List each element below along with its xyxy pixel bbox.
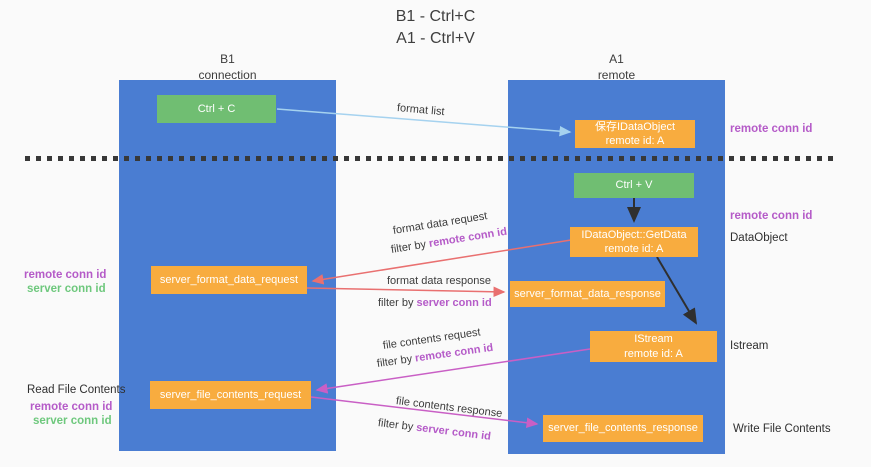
lane-a1-role: remote bbox=[597, 67, 636, 82]
server-conn-id-text: server conn id bbox=[416, 297, 492, 309]
istream-line1: IStream bbox=[634, 333, 673, 346]
node-ctrl-c: Ctrl + C bbox=[157, 95, 276, 123]
server-format-data-request-label: server_format_data_request bbox=[159, 273, 299, 286]
label-format-data-response: format data response bbox=[387, 275, 491, 287]
server-format-data-response-label: server_format_data_response bbox=[514, 287, 661, 300]
ctrl-v-label: Ctrl + V bbox=[615, 179, 653, 192]
save-idataobject-line2: remote id: A bbox=[605, 135, 665, 147]
annotation-server-conn-id-left2: server conn id bbox=[33, 415, 112, 427]
filter-by-text: filter by bbox=[376, 353, 413, 370]
annotation-remote-conn-id-top: remote conn id bbox=[730, 123, 813, 135]
lane-a1-name: A1 bbox=[609, 52, 624, 66]
annotation-server-conn-id-left1: server conn id bbox=[27, 283, 106, 295]
annotation-dataobject: DataObject bbox=[730, 232, 788, 244]
node-istream: IStream remote id: A bbox=[590, 331, 717, 362]
dashed-separator bbox=[25, 156, 833, 161]
istream-line2: remote id: A bbox=[624, 347, 683, 360]
annotation-remote-conn-id-mid: remote conn id bbox=[730, 210, 813, 222]
ctrl-c-label: Ctrl + C bbox=[197, 102, 236, 115]
node-idataobject-getdata: IDataObject::GetData remote id: A bbox=[570, 227, 698, 257]
lane-b1-role: connection bbox=[198, 67, 257, 82]
getdata-line1: IDataObject::GetData bbox=[581, 228, 687, 241]
label-format-list: format list bbox=[396, 102, 446, 119]
arrow-format-data-response bbox=[306, 286, 506, 298]
annotation-read-file-contents: Read File Contents bbox=[27, 384, 126, 396]
annotation-remote-conn-id-left1: remote conn id bbox=[24, 269, 107, 281]
node-save-idataobject: 保存IDataObject remote id: A bbox=[575, 120, 695, 148]
node-server-file-contents-response: server_file_contents_response bbox=[543, 415, 703, 442]
server-conn-id-text: server conn id bbox=[415, 421, 492, 443]
server-file-contents-request-label: server_file_contents_request bbox=[159, 388, 302, 401]
node-server-format-data-request: server_format_data_request bbox=[151, 266, 307, 294]
lane-header-a1: A1 remote bbox=[508, 52, 725, 83]
filter-by-text: filter by bbox=[378, 297, 414, 309]
label-file-contents-response: file contents response bbox=[395, 395, 503, 420]
annotation-write-file-contents: Write File Contents bbox=[733, 423, 831, 435]
server-file-contents-response-label: server_file_contents_response bbox=[548, 422, 698, 435]
lane-b1-name: B1 bbox=[220, 52, 235, 66]
annotation-istream: Istream bbox=[730, 340, 769, 352]
getdata-line2: remote id: A bbox=[604, 243, 664, 255]
save-idataobject-line1: 保存IDataObject bbox=[594, 120, 676, 133]
lane-header-b1: B1 connection bbox=[119, 52, 336, 83]
title-line-a1: A1 - Ctrl+V bbox=[396, 29, 475, 47]
node-server-file-contents-request: server_file_contents_request bbox=[150, 381, 311, 409]
filter-by-text: filter by bbox=[390, 238, 427, 256]
node-ctrl-v: Ctrl + V bbox=[574, 173, 694, 198]
title-line-b1: B1 - Ctrl+C bbox=[395, 8, 476, 25]
annotation-remote-conn-id-left2: remote conn id bbox=[30, 401, 113, 413]
diagram-title: B1 - Ctrl+C A1 - Ctrl+V bbox=[0, 6, 871, 49]
filter-by-text: filter by bbox=[377, 417, 414, 434]
node-server-format-data-response: server_format_data_response bbox=[510, 281, 665, 307]
